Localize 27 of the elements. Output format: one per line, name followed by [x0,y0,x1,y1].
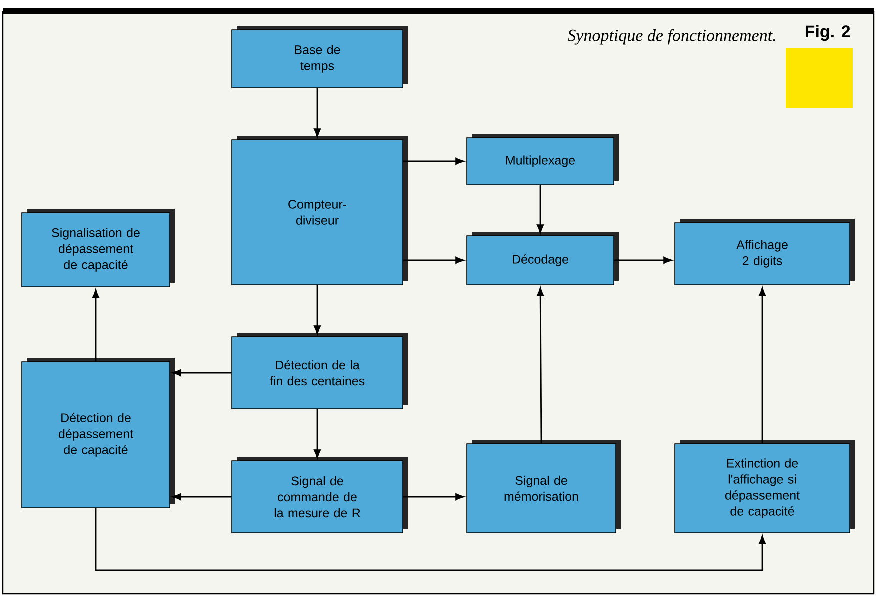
process-box: Affichage 2 digits [674,219,855,286]
arrow [95,508,766,572]
arrow [403,494,464,500]
process-box: Signal de mémorisation [466,440,621,534]
arrow [314,88,321,138]
process-box: Base de temps [232,26,408,88]
process-box: Signal de commande de la mesure de R [232,457,408,534]
arrow [403,257,464,264]
arrow [92,290,100,362]
arrow [614,257,672,264]
process-box: Multiplexage [466,134,619,186]
process-box: Compteur- diviseur [232,136,408,286]
arrow [172,370,232,376]
arrow [172,494,232,500]
process-box: Détection de la fin des centaines [232,333,408,410]
arrow [314,285,321,334]
figure-number: Fig. 2 [806,25,850,42]
arrow [537,288,544,444]
arrow [537,185,544,234]
process-box: Extinction de l'affichage si dépassement de capacité [674,440,855,534]
arrow [759,288,766,444]
arrow [403,158,464,165]
process-box: Signalisation de dépassement de capacité [22,209,175,288]
title: Synoptique de fonctionnement. [568,29,776,45]
process-box: Décodage [466,232,619,286]
arrow [314,409,321,458]
process-box: Détection de dépassement de capacité [22,358,175,508]
